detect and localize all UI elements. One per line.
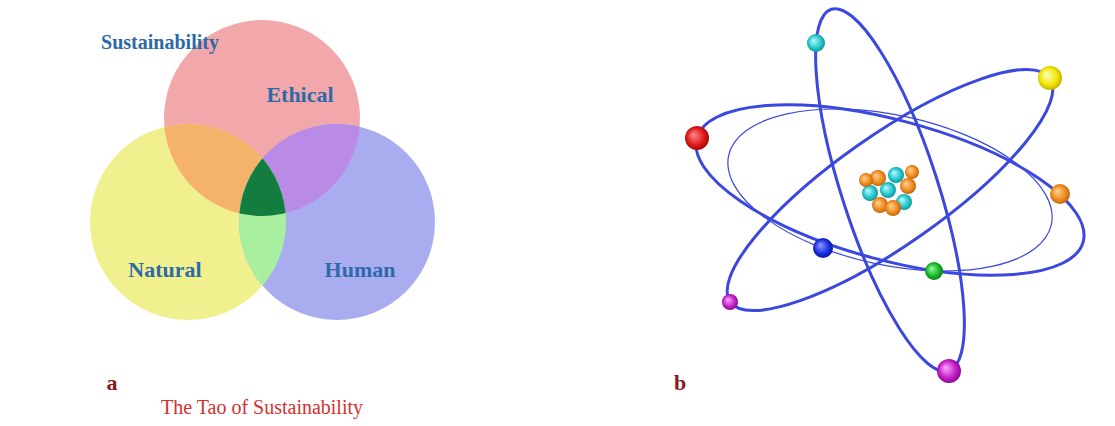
human-circle: Human: [239, 124, 435, 320]
ethical-human-overlap: [239, 124, 360, 216]
overlap-group: [239, 124, 360, 216]
nucleon: [905, 165, 919, 179]
nucleon: [900, 178, 916, 194]
circle-label: Ethical: [266, 82, 333, 107]
electron: [925, 262, 943, 280]
overlap-group: [239, 124, 360, 216]
overlap-group: [239, 124, 286, 320]
electron: [813, 238, 833, 258]
overlap-group: [239, 124, 360, 216]
orbit: [699, 33, 1082, 347]
nucleon: [880, 182, 896, 198]
circle-label: Human: [325, 257, 396, 282]
electron: [807, 34, 825, 52]
electron: [722, 294, 738, 310]
sustainability-overlap: [239, 124, 360, 216]
electron: [1038, 66, 1062, 90]
caption: The Tao of Sustainability: [161, 396, 363, 419]
orbit: [786, 0, 995, 386]
natural-human-overlap: [239, 124, 286, 320]
nucleon: [885, 200, 901, 216]
nucleon: [888, 167, 904, 183]
nucleon: [859, 173, 873, 187]
nucleus: [859, 165, 919, 216]
orbit: [679, 71, 1102, 310]
callout-label: Sustainability: [101, 31, 219, 54]
overlap-group: [164, 124, 286, 216]
circle-label: Natural: [128, 257, 201, 282]
electron: [685, 126, 709, 150]
electron: [1050, 184, 1070, 204]
panel-letter: b: [674, 370, 686, 395]
orbit: [713, 82, 1067, 297]
panel-letter: a: [107, 370, 118, 395]
ethical-natural-overlap: [164, 124, 286, 216]
electron: [937, 359, 961, 383]
circle-shape: [239, 124, 435, 320]
atom-illustration: [679, 0, 1102, 386]
